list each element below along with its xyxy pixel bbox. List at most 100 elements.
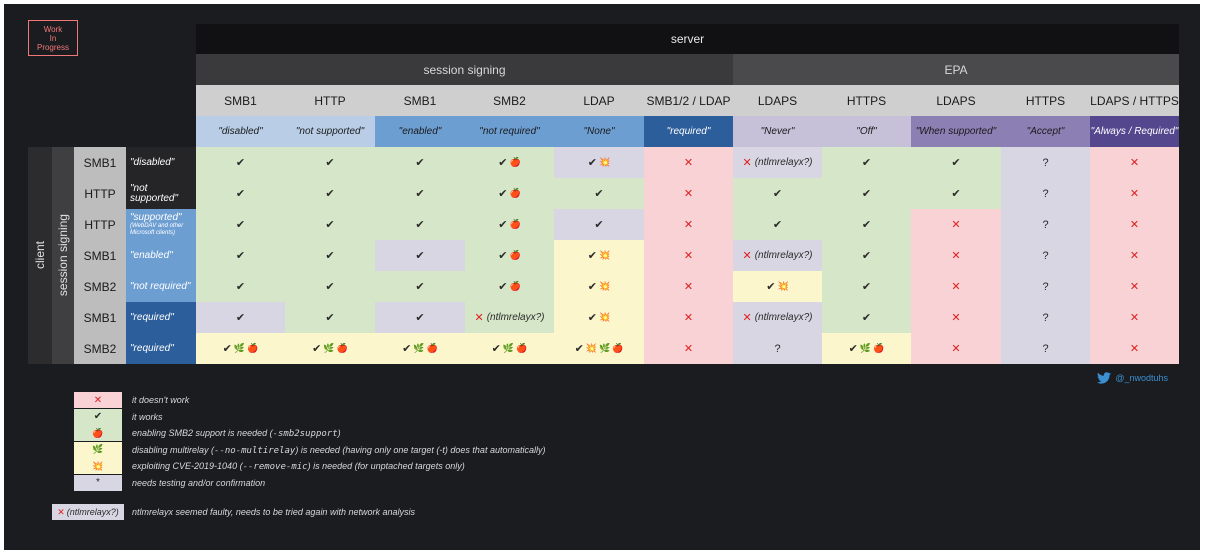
table-cell: ✔ xyxy=(196,178,285,209)
check-icon: ✔ xyxy=(415,312,425,324)
ntlmrelayx-note: (ntlmrelayx?) xyxy=(66,507,119,517)
table-cell: ✕ xyxy=(1090,209,1179,240)
table-cell: ✔🌿🍎 xyxy=(822,333,911,364)
table-cell: ✕ xyxy=(1090,240,1179,271)
check-icon: ✔ xyxy=(325,157,335,169)
table-cell: ? xyxy=(733,333,822,364)
column-protocol-header: HTTP xyxy=(285,85,375,116)
row-setting-label: "required" xyxy=(130,342,174,354)
check-icon: ✔ xyxy=(861,250,872,262)
check-icon: ✔ xyxy=(312,343,322,355)
explosion-icon: 💥 xyxy=(599,281,611,291)
column-protocol-label: LDAPS xyxy=(757,93,798,108)
legend-swatch: ✔ xyxy=(74,408,122,425)
table-cell: ✕(ntlmrelayx?) xyxy=(733,240,822,271)
legend-text: it works xyxy=(132,412,163,422)
apple-icon: 🍎 xyxy=(92,427,104,438)
cross-icon: ✕ xyxy=(683,343,694,355)
table-cell: ✔💥🌿🍎 xyxy=(554,333,644,364)
check-icon: ✔ xyxy=(235,157,246,169)
check-icon: ✔ xyxy=(498,219,508,231)
column-setting-header: "None" xyxy=(554,116,644,147)
column-protocol-label: HTTPS xyxy=(846,93,887,108)
row-setting: "not required" xyxy=(126,271,196,302)
column-setting-header: "not supported" xyxy=(285,116,375,147)
row-setting-label: "required" xyxy=(130,311,174,323)
column-protocol-header: LDAP xyxy=(554,85,644,116)
check-icon: ✔ xyxy=(498,157,508,169)
cross-icon: ✕ xyxy=(951,250,961,262)
column-setting-header: "Accept" xyxy=(1001,116,1090,147)
table-cell: ✕ xyxy=(1090,333,1179,364)
check-icon: ✔ xyxy=(235,219,246,231)
cross-icon: ✕ xyxy=(1129,343,1140,355)
table-cell: ✕ xyxy=(644,333,733,364)
cross-icon: ✕ xyxy=(742,312,752,324)
column-setting-header: "not required" xyxy=(465,116,554,147)
column-setting-label: "enabled" xyxy=(398,126,442,137)
group-header: session signing xyxy=(196,54,733,85)
row-setting: "disabled" xyxy=(126,147,196,178)
legend-flag: --remove-mic xyxy=(242,462,308,472)
row-protocol-label: SMB1 xyxy=(83,310,117,325)
cross-icon: ✕ xyxy=(683,250,694,262)
column-protocol-header: SMB1 xyxy=(196,85,285,116)
check-icon: ✔ xyxy=(235,281,246,293)
table-cell: ✕ xyxy=(644,240,733,271)
table-cell: ✔ xyxy=(733,178,822,209)
column-protocol-label: LDAP xyxy=(583,93,615,108)
table-cell: ✔ xyxy=(822,271,911,302)
check-icon: ✔ xyxy=(772,219,783,231)
check-icon: ✔ xyxy=(325,219,335,231)
row-setting-label: "not supported" xyxy=(130,182,179,204)
table-cell: ✔ xyxy=(196,271,285,302)
session-signing-side-header: session signing xyxy=(52,147,74,364)
column-protocol-header: HTTPS xyxy=(1001,85,1090,116)
cross-icon: ✕ xyxy=(683,312,694,324)
table-cell: ✔🍎 xyxy=(465,271,554,302)
leaf-icon: 🌿 xyxy=(323,343,335,353)
cross-icon: ✕ xyxy=(683,281,694,293)
twitter-credit: @_nwodtuhs xyxy=(1097,372,1168,384)
table-cell: ✕ xyxy=(1090,147,1179,178)
check-icon: ✔ xyxy=(587,312,597,324)
column-setting-label: "Off" xyxy=(856,126,877,137)
cross-icon: ✕ xyxy=(683,188,694,200)
check-icon: ✔ xyxy=(325,250,335,262)
question-mark: ? xyxy=(774,342,781,355)
legend-note-text: ntlmrelayx seemed faulty, needs to be tr… xyxy=(132,507,415,517)
cross-icon: ✕ xyxy=(742,157,752,169)
apple-icon: 🍎 xyxy=(509,281,521,291)
twitter-handle: @_nwodtuhs xyxy=(1115,373,1168,383)
asterisk-icon: * xyxy=(96,477,100,488)
work-in-progress-badge: Work In Progress xyxy=(28,20,78,56)
table-cell: ✔💥 xyxy=(554,240,644,271)
check-icon: ✔ xyxy=(594,188,604,200)
check-icon: ✔ xyxy=(848,343,858,355)
column-protocol-label: LDAPS / HTTPS xyxy=(1090,93,1179,108)
check-icon: ✔ xyxy=(772,188,783,200)
leaf-icon: 🌿 xyxy=(413,343,425,353)
table-cell: ✔ xyxy=(822,209,911,240)
table-cell: ✕ xyxy=(644,209,733,240)
row-protocol: HTTP xyxy=(74,178,126,209)
row-setting: "supported"(WebDAV and other Microsoft c… xyxy=(126,209,196,240)
group-label: EPA xyxy=(944,62,968,77)
column-setting-label: "Always / Required" xyxy=(1090,125,1179,137)
table-cell: ✔ xyxy=(285,178,375,209)
table-cell: ✔💥 xyxy=(733,271,822,302)
server-header: server xyxy=(196,24,1179,54)
table-cell: ? xyxy=(1001,209,1090,240)
ntlmrelayx-note: (ntlmrelayx?) xyxy=(754,312,813,323)
legend-description: disabling multirelay ( xyxy=(132,444,215,455)
column-setting-label: "not supported" xyxy=(295,126,365,137)
table-cell: ✔ xyxy=(554,178,644,209)
column-protocol-label: SMB1/2 / LDAP xyxy=(646,93,731,108)
table-cell: ✔ xyxy=(822,178,911,209)
row-setting: "required" xyxy=(126,302,196,333)
ntlmrelayx-note: (ntlmrelayx?) xyxy=(486,312,545,323)
cross-icon: ✕ xyxy=(1129,157,1140,169)
row-protocol: SMB1 xyxy=(74,240,126,271)
explosion-icon: 💥 xyxy=(777,281,789,291)
check-icon: ✔ xyxy=(235,312,246,324)
